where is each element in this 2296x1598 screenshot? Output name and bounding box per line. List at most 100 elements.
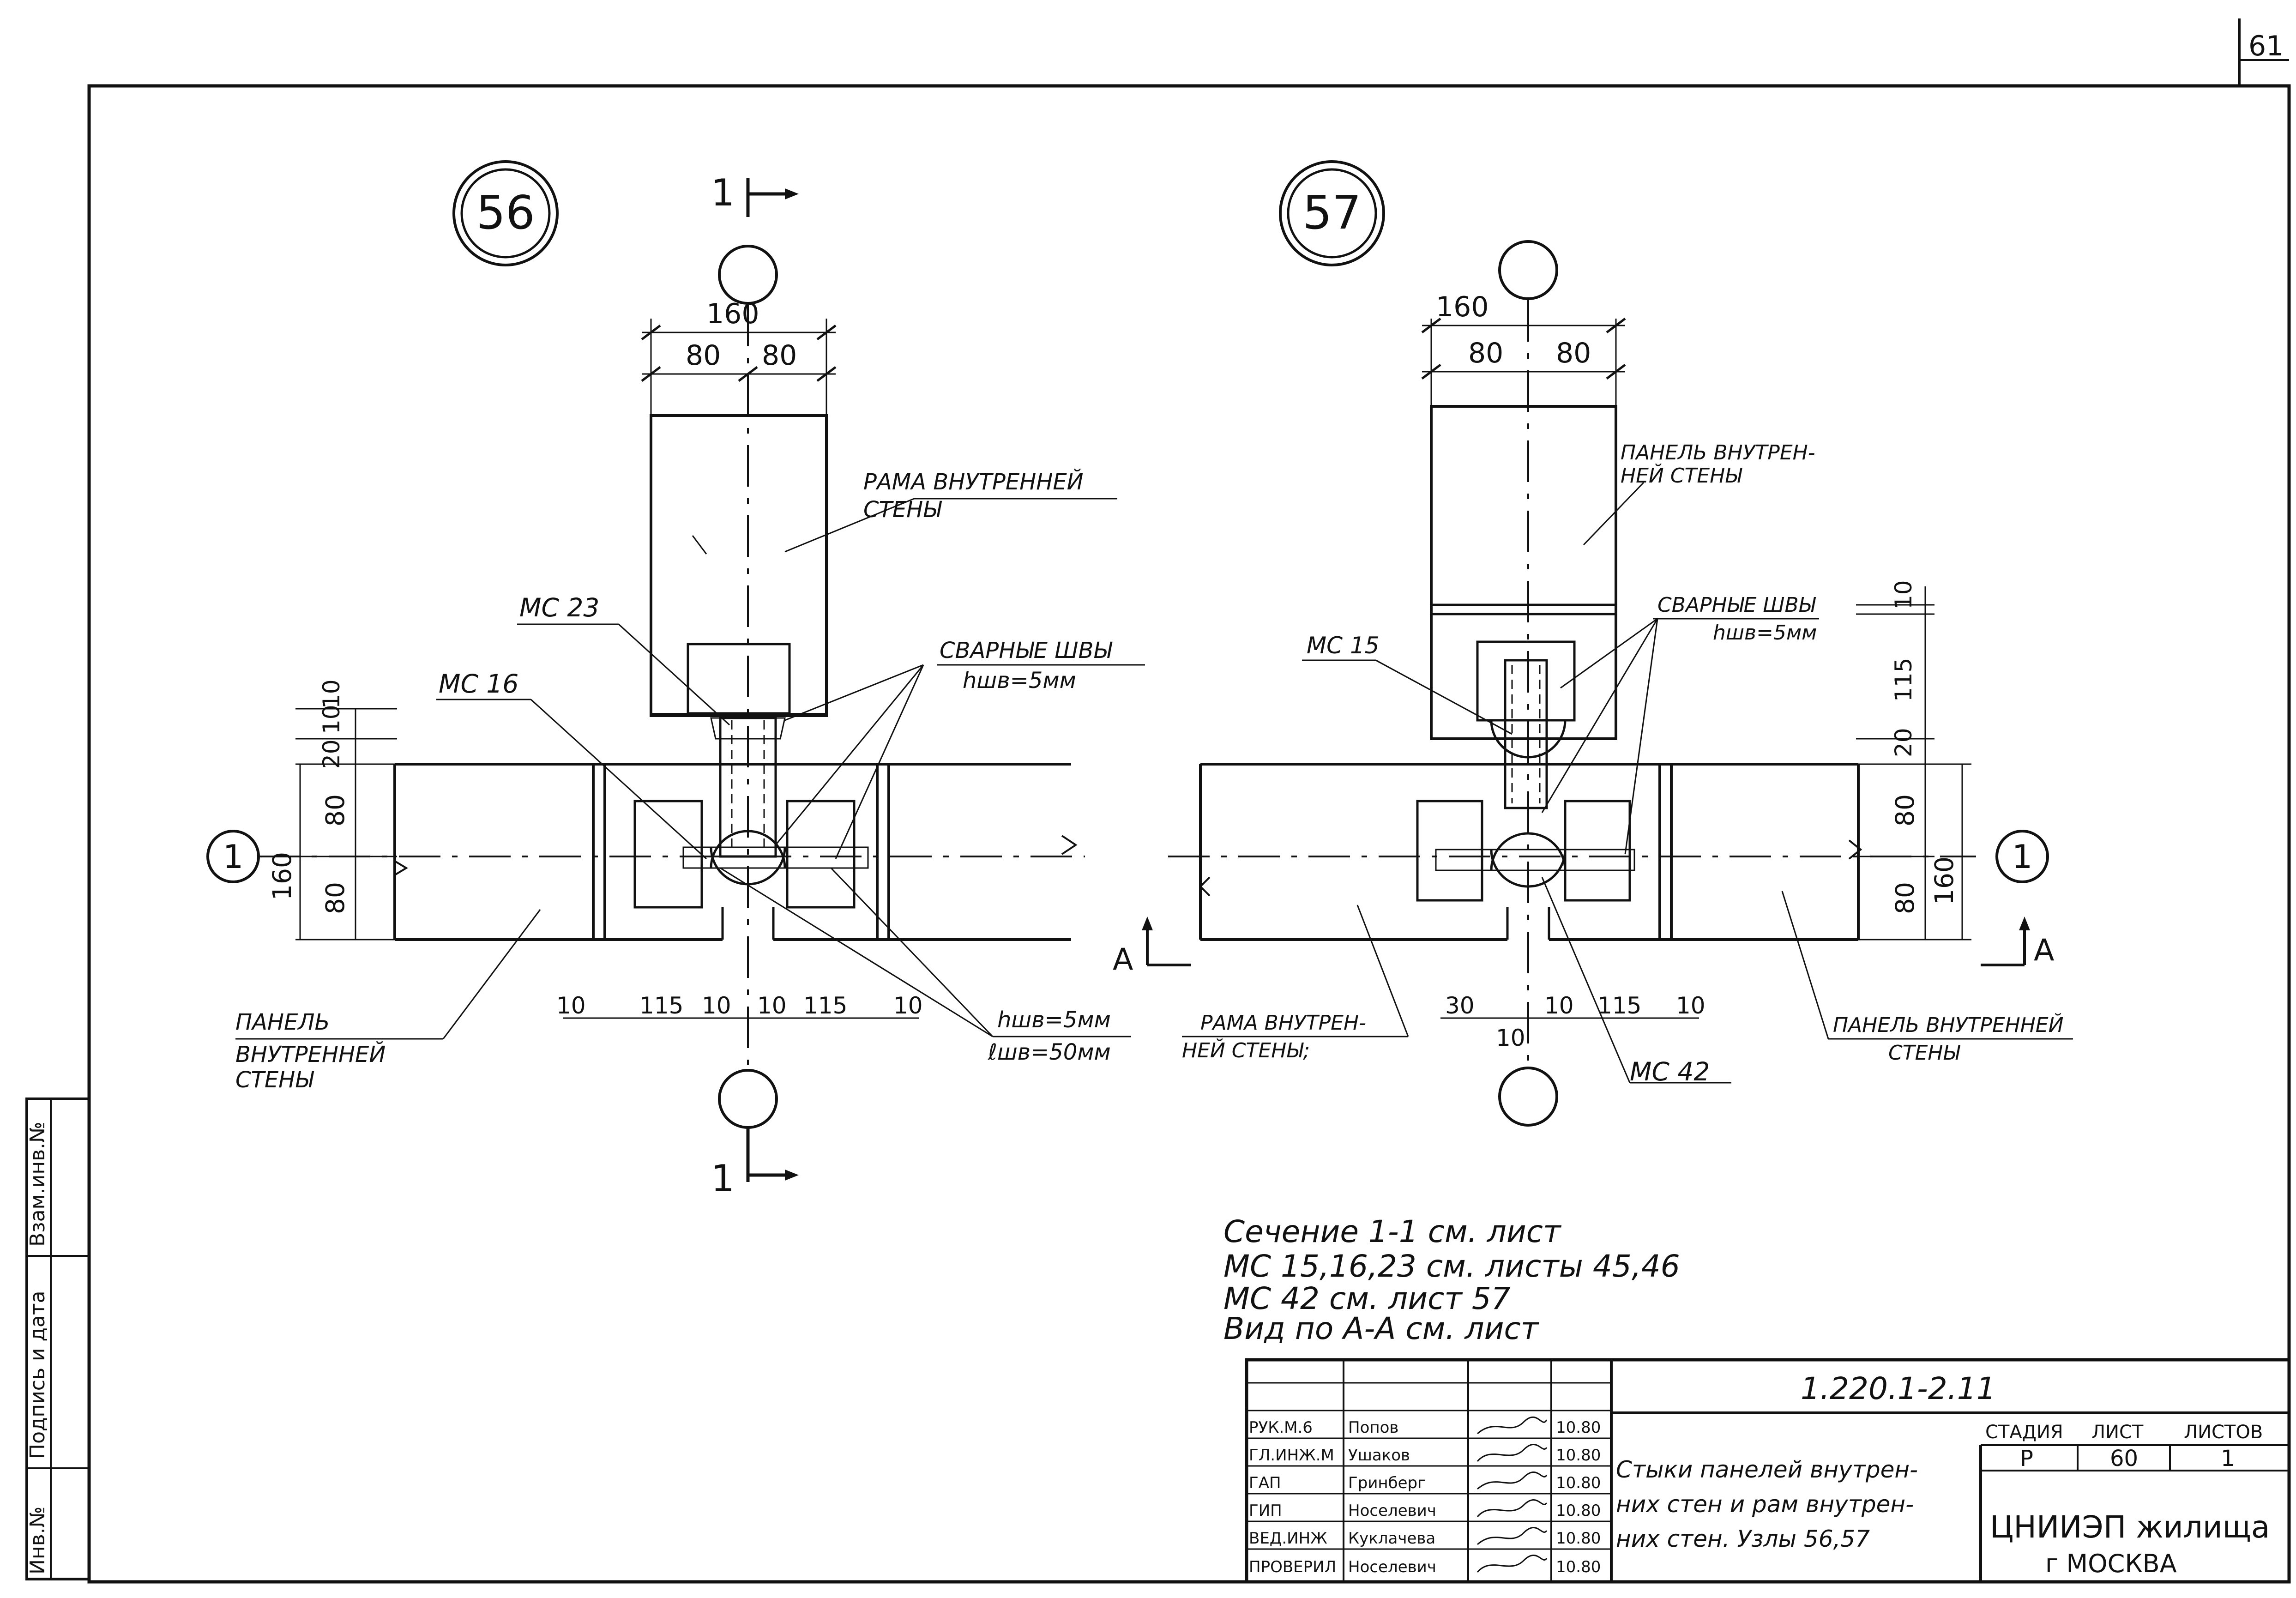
node-56-bottom-dims: 10 115 10 10 115 10 (556, 992, 923, 1019)
tb-name-4: Куклачева (1348, 1529, 1435, 1548)
node-56-dim-v-20: 20 (318, 739, 345, 769)
tb-date-3: 10.80 (1556, 1502, 1601, 1520)
node-57-axis-label: 1 (2012, 838, 2033, 876)
node-56-dim-b-10b: 10 (702, 992, 731, 1019)
node-57-panel-band (1199, 763, 1862, 941)
node-56-label-weld-len-2: ℓшв=50мм (988, 1039, 1111, 1065)
tb-sheet: 60 (2110, 1446, 2138, 1471)
tb-sheets: 1 (2221, 1446, 2235, 1471)
tb-name-0: Попов (1348, 1418, 1398, 1437)
node-57-dim-b-10a: 10 (1544, 992, 1574, 1019)
node-57-label-panel-top-2: НЕЙ СТЕНЫ (1621, 463, 1742, 488)
title-block: РУК.М.6 Попов 10.80 ГЛ.ИНЖ.М Ушаков 10.8… (1245, 1358, 2291, 1584)
node-56-dim-v-80a: 80 (320, 794, 350, 826)
node-56-label-mc23: МС 23 (519, 593, 599, 622)
tb-date-1: 10.80 (1556, 1446, 1601, 1465)
node-56-axis-label: 1 (223, 838, 244, 876)
node-56: 56 1 160 80 80 (206, 160, 1145, 1200)
tb-date-2: 10.80 (1556, 1474, 1601, 1492)
node-57-labels: ПАНЕЛЬ ВНУТРЕН- НЕЙ СТЕНЫ МС 15 СВАРНЫЕ … (1182, 441, 2073, 1086)
node-56-label-mc16: МС 16 (439, 669, 518, 699)
tb-sheets-header: ЛИСТОВ (2184, 1422, 2263, 1443)
node-57-axis-marker: 1 (1995, 830, 2049, 883)
tb-date-0: 10.80 (1556, 1418, 1601, 1437)
node-56-label-panel-1: ПАНЕЛЬ (235, 1009, 330, 1035)
node-57-view-mark-left: А (1113, 942, 1133, 977)
tb-city: г МОСКВА (2045, 1549, 2177, 1578)
node-56-label-frame-2: СТЕНЫ (863, 497, 942, 523)
tb-org: ЦНИИЭП жилища (1990, 1509, 2270, 1545)
node-56-dim-v-160: 160 (267, 852, 297, 900)
note-4: Вид по А-А см. лист (1223, 1311, 1540, 1346)
node-56-vertical-plate (710, 717, 786, 858)
node-57-number: 57 (1302, 186, 1361, 240)
side-stamp-replace: Взам.инв.№ (26, 1122, 49, 1247)
tb-name-3: Носелевич (1348, 1502, 1436, 1520)
tb-name-2: Гринберг (1348, 1474, 1426, 1492)
node-57-label-mc15: МС 15 (1307, 632, 1380, 659)
tb-title-3: них стен. Узлы 56,57 (1616, 1526, 1870, 1552)
node-57-dim-80-left: 80 (1468, 337, 1503, 369)
tb-role-2: ГАП (1249, 1474, 1281, 1492)
node-56-axis-marker: 1 (206, 830, 260, 883)
node-57-dim-v-10: 10 (1890, 580, 1917, 609)
node-57-label-panel-right-1: ПАНЕЛЬ ВНУТРЕННЕЙ (1833, 1013, 2064, 1037)
node-57-label-frame-2: НЕЙ СТЕНЫ; (1182, 1038, 1310, 1062)
node-57-view-marks: А А (1113, 917, 2054, 977)
tb-stage: Р (2020, 1446, 2033, 1471)
node-57-dim-v-20: 20 (1890, 728, 1917, 757)
node-56-number: 56 (476, 186, 535, 240)
node-57-view-mark-right: А (2034, 933, 2054, 968)
node-56-panel-band (393, 763, 1078, 941)
node-56-label-panel-3: СТЕНЫ (235, 1067, 314, 1093)
node-56-section-bottom-label: 1 (711, 1157, 735, 1200)
node-57: 57 160 80 80 (1113, 160, 2073, 1127)
node-56-label-welds-1: СВАРНЫЕ ШВЫ (940, 638, 1113, 663)
tb-name-5: Носелевич (1348, 1558, 1436, 1576)
node-57-dim-b-10c: 10 (1496, 1025, 1525, 1051)
node-56-dim-b-10a: 10 (556, 992, 586, 1019)
notes: Сечение 1-1 см. лист МС 15,16,23 см. лис… (1223, 1214, 1680, 1346)
node-56-dim-80-right: 80 (762, 339, 797, 372)
node-56-section-mark-bottom: 1 (711, 1069, 799, 1200)
node-57-right-dims: 10 115 20 80 80 160 (1856, 580, 1971, 941)
node-57-dim-80-right: 80 (1556, 337, 1591, 369)
sheet-corner-number: 61 (2248, 30, 2284, 62)
node-56-dim-80-left: 80 (686, 339, 721, 372)
node-57-bottom-dims: 30 10 115 10 10 (1440, 992, 1705, 1051)
note-2: МС 15,16,23 см. листы 45,46 (1223, 1248, 1680, 1284)
sheet-frame: 61 (87, 18, 2291, 1584)
node-56-frame (650, 414, 828, 717)
node-57-label-mc42: МС 42 (1630, 1057, 1710, 1086)
node-57-label-welds-1: СВАРНЫЕ ШВЫ (1657, 593, 1816, 617)
node-56-dim-b-10c: 10 (757, 992, 787, 1019)
node-57-dim-v-80b: 80 (1890, 882, 1920, 914)
side-stamp-inv: Инв.№ (26, 1507, 49, 1574)
node-57-panel-top (1430, 405, 1617, 809)
node-56-dim-160: 160 (706, 298, 759, 330)
node-57-circle-inner (1287, 168, 1377, 259)
node-57-dim-v-80a: 80 (1890, 794, 1920, 826)
node-57-dim-v-160: 160 (1929, 856, 1959, 905)
tb-role-1: ГЛ.ИНЖ.М (1249, 1446, 1334, 1465)
node-56-label-frame-1: РАМА ВНУТРЕННЕЙ (863, 469, 1084, 495)
node-57-label-welds-2: hшв=5мм (1713, 621, 1817, 645)
tb-role-5: ПРОВЕРИЛ (1249, 1558, 1336, 1576)
node-56-top-dims: 160 80 80 (641, 298, 837, 416)
node-56-section-mark-top: 1 (711, 171, 799, 305)
node-56-dim-v-10b: 10 (318, 705, 345, 734)
tb-stage-header: СТАДИЯ (1985, 1422, 2063, 1443)
node-57-dim-v-115: 115 (1890, 658, 1917, 702)
node-56-label-welds-2: hшв=5мм (963, 668, 1076, 693)
tb-sheet-header: ЛИСТ (2091, 1422, 2144, 1443)
tb-title-2: них стен и рам внутрен- (1616, 1491, 1914, 1518)
side-stamp-sign: Подпись и дата (26, 1291, 49, 1459)
node-56-circle-inner (460, 168, 551, 259)
node-56-dim-v-80b: 80 (320, 882, 350, 914)
node-57-dim-b-10b: 10 (1676, 992, 1705, 1019)
side-stamp: Инв.№ Подпись и дата Взам.инв.№ (25, 1097, 90, 1580)
node-56-left-dims: 10 10 20 80 80 160 (267, 679, 397, 941)
node-57-label-panel-top-1: ПАНЕЛЬ ВНУТРЕН- (1621, 441, 1815, 464)
node-56-dim-b-115b: 115 (803, 992, 847, 1019)
note-3: МС 42 см. лист 57 (1223, 1281, 1511, 1316)
